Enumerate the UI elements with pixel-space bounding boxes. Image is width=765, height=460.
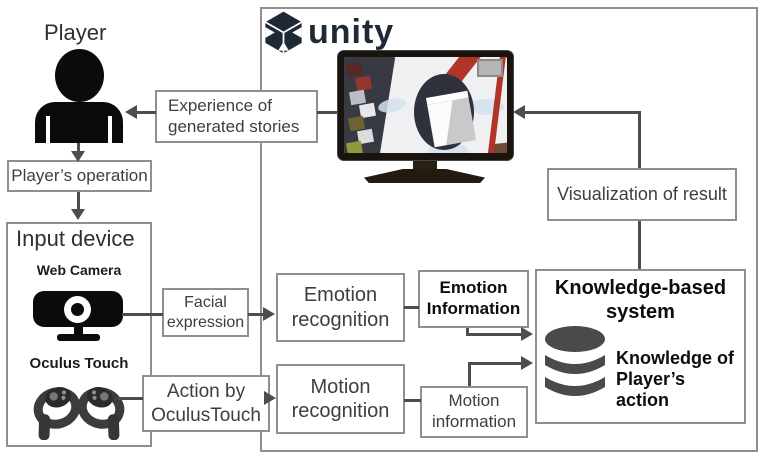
- facial-expression-box: Facial expression: [162, 288, 249, 337]
- player-arm-gap: [108, 116, 112, 143]
- arrow-to-motion-recognition: [264, 391, 276, 405]
- arrow-to-emotion-recognition: [263, 307, 275, 321]
- line-emotion-info-elbow-v: [466, 328, 469, 336]
- oculus-touch-label: Oculus Touch: [29, 355, 129, 372]
- player-head: [55, 49, 104, 102]
- visualization-of-result-box: Visualization of result: [547, 168, 737, 221]
- scene-minimap-square: [477, 59, 503, 77]
- line-player-down: [77, 143, 80, 152]
- player-title: Player: [44, 20, 107, 45]
- scene-cube: [345, 61, 364, 78]
- line-visualization-monitor: [524, 111, 641, 114]
- webcam-lens-dot: [71, 303, 84, 316]
- web-camera-label: Web Camera: [36, 262, 122, 278]
- line-webcam-facial: [122, 313, 163, 316]
- players-operation-box: Player’s operation: [7, 160, 152, 192]
- motion-information-box: Motion information: [420, 386, 528, 438]
- line-visualization-up: [638, 111, 641, 168]
- emotion-information-box: Emotion Information: [418, 270, 529, 328]
- knowledge-system-title: Knowledge-based system: [554, 277, 727, 323]
- arrow-motion-to-knowledge: [521, 356, 533, 370]
- game-monitor: [337, 50, 514, 161]
- scene-cube: [345, 140, 364, 153]
- line-knowledge-visualization: [638, 221, 641, 269]
- line-controllers-action: [118, 397, 143, 400]
- monitor-base: [364, 169, 485, 183]
- scene-cube: [347, 115, 366, 132]
- arrow-emotion-to-knowledge: [521, 327, 533, 341]
- arrow-to-input-device: [71, 209, 85, 220]
- oculus-touch-controllers-icon: [33, 387, 125, 440]
- line-emotion-info-elbow-h: [466, 333, 523, 336]
- line-motion-info-elbow-h: [468, 362, 523, 365]
- line-monitor-experience: [317, 111, 338, 114]
- line-emotion-recog-info: [404, 306, 419, 309]
- action-by-oculus-box: Action by OculusTouch: [142, 375, 270, 432]
- unity-wordmark: unity: [308, 13, 395, 51]
- database-icon: [545, 326, 605, 396]
- player-arm-gap: [46, 116, 50, 143]
- line-experience-player: [136, 111, 156, 114]
- unity-environment-box: [260, 7, 758, 452]
- line-facial-emotion: [248, 313, 265, 316]
- unity-logo-icon: [264, 11, 303, 54]
- line-motion-info-elbow-v: [468, 362, 471, 386]
- line-motion-recog-info: [404, 399, 421, 402]
- line-operation-down: [77, 192, 80, 209]
- arrow-to-monitor: [513, 105, 525, 119]
- scene-white-cube: [425, 90, 477, 148]
- arrow-to-players-operation: [71, 151, 85, 162]
- input-device-title: Input device: [16, 226, 135, 251]
- webcam-base: [57, 334, 100, 341]
- motion-recognition-box: Motion recognition: [276, 364, 405, 434]
- experience-box: Experience of generated stories: [155, 90, 318, 143]
- knowledge-db-label: Knowledge of Player’s action: [616, 348, 734, 411]
- arrow-to-player: [125, 105, 137, 119]
- webcam-stem: [74, 327, 83, 335]
- unity-game-screenshot: [344, 57, 507, 153]
- emotion-recognition-box: Emotion recognition: [276, 273, 405, 342]
- scene-cube: [348, 89, 367, 106]
